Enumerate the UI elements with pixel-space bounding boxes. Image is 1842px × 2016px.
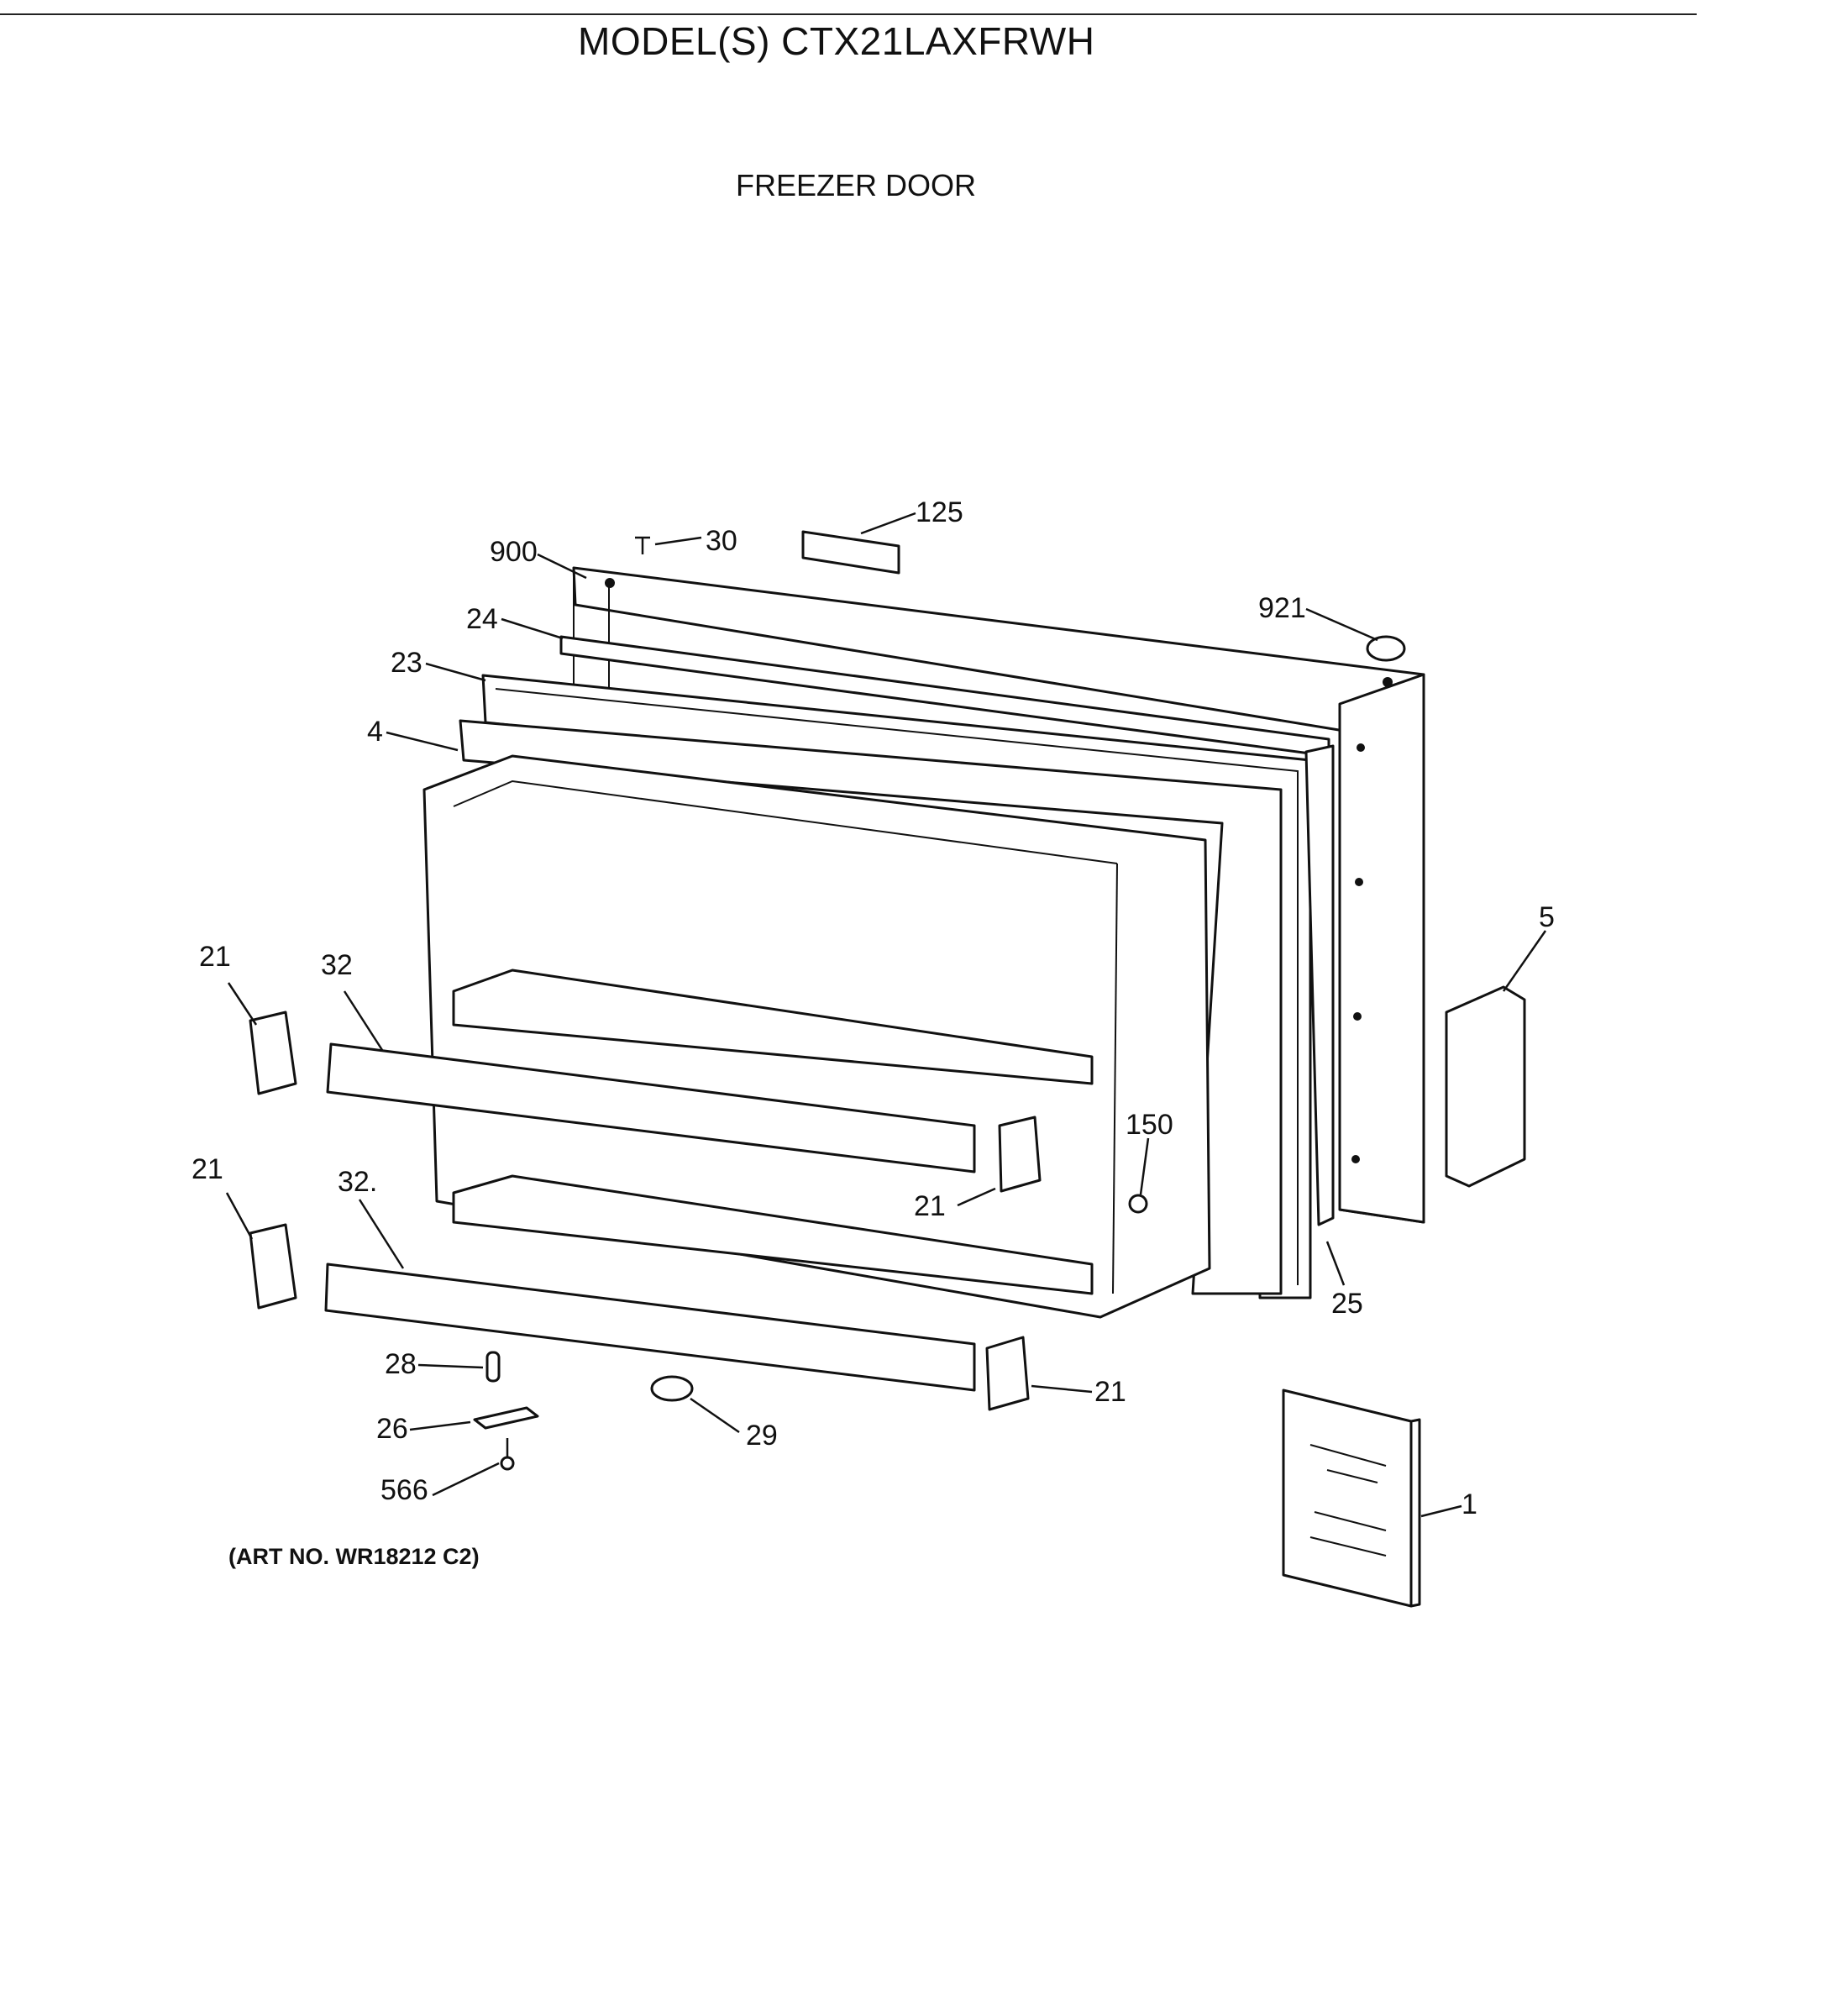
hinge-bracket-5 — [1445, 985, 1526, 1188]
callout-21-upper-right: 21 — [914, 1190, 946, 1222]
callout-28: 28 — [385, 1348, 417, 1380]
callout-4: 4 — [367, 716, 383, 748]
shelf-end-cap-21-upper-right — [998, 1116, 1042, 1193]
outer-door-panel — [572, 566, 1425, 1224]
callout-5: 5 — [1539, 901, 1555, 933]
callout-29: 29 — [746, 1420, 778, 1452]
art-number: (ART NO. WR18212 C2) — [228, 1544, 480, 1569]
callout-30: 30 — [706, 525, 737, 557]
door-shelf-bar-32-upper — [326, 1042, 976, 1173]
callout-21-upper-left: 21 — [199, 941, 231, 973]
callout-125: 125 — [916, 496, 963, 528]
callout-900: 900 — [490, 536, 538, 568]
callout-21-lower-left: 21 — [192, 1153, 223, 1185]
trim-strip-125 — [801, 530, 900, 575]
callout-566: 566 — [380, 1474, 428, 1506]
clip-26 — [473, 1406, 539, 1430]
callout-24: 24 — [466, 603, 498, 635]
shelf-end-cap-21-lower-left — [249, 1223, 297, 1310]
inner-door-liner — [422, 754, 1211, 1319]
callout-921: 921 — [1258, 592, 1306, 624]
shelf-end-cap-21-lower-right — [985, 1336, 1030, 1411]
callout-32-lower: 32. — [338, 1166, 377, 1198]
callout-25: 25 — [1331, 1288, 1363, 1320]
shelf-end-cap-21-upper-left — [249, 1011, 297, 1095]
callout-26: 26 — [376, 1413, 408, 1445]
callout-1: 1 — [1462, 1488, 1477, 1520]
pin-28 — [485, 1351, 501, 1383]
callout-21-lower-right: 21 — [1094, 1376, 1126, 1408]
callout-labels: 900 30 125 921 24 23 4 5 21 32 21 32. 15… — [192, 496, 1555, 1520]
screw-30 — [635, 536, 650, 554]
section-title: FREEZER DOOR — [736, 168, 977, 202]
model-title: MODEL(S) CTX21LAXFRWH — [578, 19, 1095, 63]
cap-921 — [1366, 635, 1406, 662]
callout-150: 150 — [1126, 1109, 1173, 1141]
screw-566 — [500, 1438, 515, 1471]
callout-32-upper: 32 — [321, 949, 353, 981]
callout-23: 23 — [391, 647, 422, 679]
top-rule — [0, 13, 1697, 15]
plug-150 — [1128, 1194, 1148, 1214]
strip-25 — [1304, 744, 1335, 1226]
plug-29 — [650, 1375, 694, 1402]
owners-manual-1 — [1282, 1389, 1421, 1608]
door-shelf-bar-32-lower — [324, 1263, 976, 1392]
leader-lines — [225, 512, 1547, 1518]
